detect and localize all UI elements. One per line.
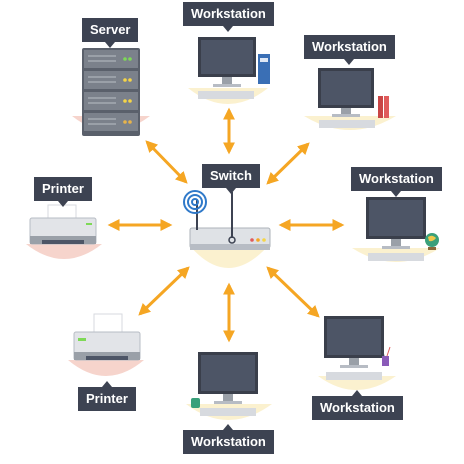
server-label: Server (82, 18, 139, 48)
switch-label-text: Switch (210, 168, 252, 183)
switch-icon (189, 192, 271, 268)
arrow-workstation-top-right (266, 142, 310, 185)
workstation-bottom-label: Workstation (183, 424, 274, 454)
workstation-top-label-text: Workstation (191, 6, 266, 21)
printer-left-icon (26, 204, 102, 259)
workstation-bottom-right-label: Workstation (312, 390, 403, 420)
printer-bottom-left-label: Printer (78, 381, 136, 411)
workstation-bottom-label-text: Workstation (191, 434, 266, 449)
printer-left-label: Printer (34, 177, 92, 207)
arrow-printer-bottom-left (138, 266, 190, 316)
workstation-right-icon (352, 197, 440, 262)
workstation-bottom-right-icon (318, 316, 396, 390)
switch-label: Switch (202, 164, 260, 194)
workstation-top-right-label: Workstation (304, 35, 395, 65)
printer-bottom-left-icon (68, 313, 144, 376)
printer-bottom-left-label-text: Printer (86, 391, 128, 406)
server-label-text: Server (90, 22, 131, 37)
printer-left-label-text: Printer (42, 181, 84, 196)
workstation-top-right-label-text: Workstation (312, 39, 387, 54)
workstation-top-icon (188, 37, 270, 104)
server-icon (72, 48, 150, 136)
workstation-bottom-right-label-text: Workstation (320, 400, 395, 415)
arrow-server (145, 140, 188, 184)
workstation-top-right-icon (304, 68, 396, 130)
workstation-top-label: Workstation (183, 2, 274, 32)
wifi-icon (183, 190, 207, 214)
workstation-bottom-icon (186, 352, 272, 420)
workstation-right-label: Workstation (351, 167, 442, 197)
connection-arrows (107, 107, 345, 343)
workstation-right-label-text: Workstation (359, 171, 434, 186)
arrow-workstation-bottom-right (266, 266, 320, 318)
